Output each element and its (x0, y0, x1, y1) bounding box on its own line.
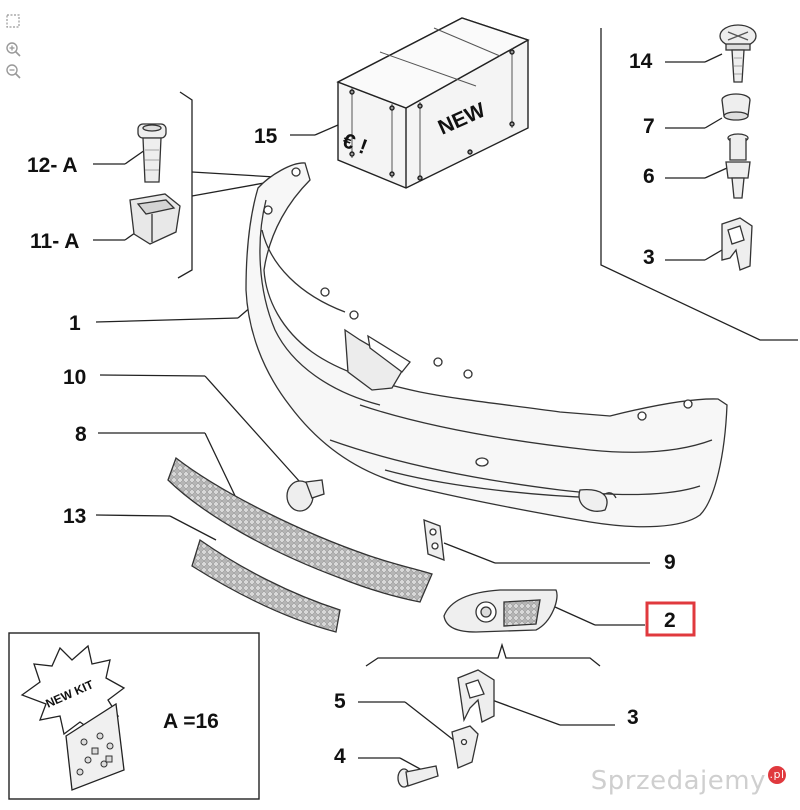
kit-bag (65, 702, 125, 791)
clip-part-3-top (721, 217, 753, 271)
screw-part-4 (397, 765, 439, 788)
callout-3-bottom: 3 (627, 706, 639, 729)
bracket-right-group (600, 28, 798, 341)
screw-part-14 (719, 24, 757, 83)
watermark: Sprzedajemy.pl (591, 766, 786, 796)
group-dividers (177, 28, 798, 667)
bracket-bottom-group (365, 642, 601, 667)
kit-frame (8, 632, 260, 800)
callout-6: 6 (643, 165, 655, 188)
stud-part-6 (725, 133, 751, 199)
zoom-in-icon[interactable] (4, 40, 22, 58)
grille-part-13 (191, 538, 341, 633)
callout-10: 10 (63, 366, 86, 389)
callout-5: 5 (334, 690, 346, 713)
leader-lines (93, 53, 728, 771)
grommet-part-7 (721, 93, 751, 121)
callout-2: 2 (664, 609, 676, 632)
bolt-part-12a (137, 123, 167, 183)
callout-12a: 12- A (27, 154, 78, 177)
new-parts-box-15 (336, 17, 530, 189)
plug-part-10 (286, 479, 325, 512)
callout-3-top: 3 (643, 246, 655, 269)
kit-inset: NEW KIT A =16 (8, 632, 260, 800)
bracket-part-9 (423, 519, 445, 561)
grille-part-8 (167, 456, 433, 603)
fit-page-icon[interactable] (4, 12, 22, 30)
kit-starburst (20, 644, 126, 736)
zoom-out-icon[interactable] (4, 62, 22, 80)
watermark-badge: .pl (768, 766, 786, 784)
callout-2-highlight-box[interactable] (645, 601, 696, 637)
kit-quantity-label: A =16 (163, 710, 219, 733)
watermark-text: Sprzedajemy (590, 766, 766, 796)
callout-11a: 11- A (30, 230, 79, 253)
clip-part-3-bottom (457, 669, 495, 723)
bracket-part-5 (451, 725, 479, 769)
fog-cover-part-2 (443, 589, 558, 633)
callout-8: 8 (75, 423, 87, 446)
callout-15: 15 (254, 125, 278, 148)
callout-4: 4 (334, 745, 346, 768)
callout-13: 13 (63, 505, 86, 528)
callout-9: 9 (664, 551, 676, 574)
clip-part-11a (129, 193, 181, 245)
kit-bag-parts (76, 732, 114, 776)
callout-7: 7 (643, 115, 655, 138)
callout-14: 14 (629, 50, 653, 73)
callout-labels: 1 10 8 13 12- A 11- A 15 14 7 6 3 9 5 4 … (27, 50, 676, 768)
callout-1: 1 (69, 312, 81, 335)
bracket-11-12 (177, 91, 193, 279)
bumper-part-1 (245, 162, 728, 528)
